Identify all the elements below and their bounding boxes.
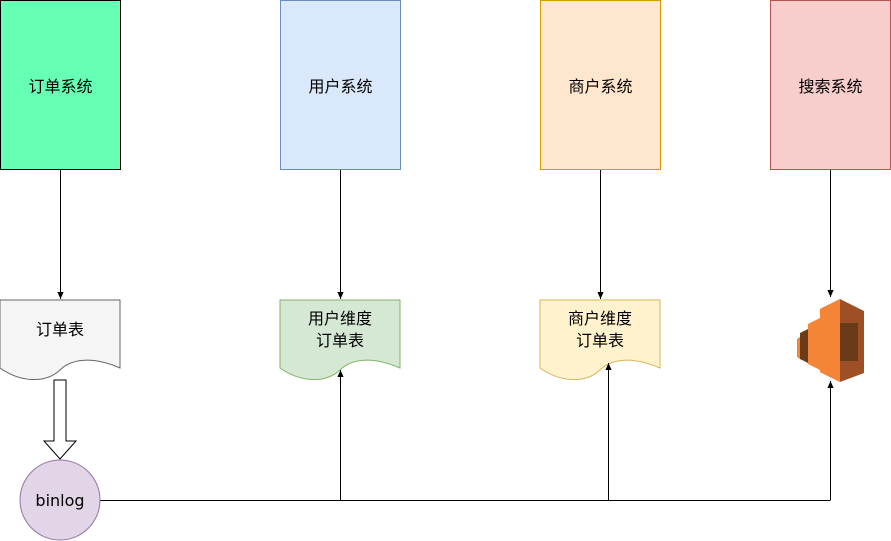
user-order-table-doc	[279, 299, 401, 381]
merchant-system-box: 商户系统	[540, 0, 661, 170]
merchant-system-label: 商户系统	[568, 77, 633, 96]
search-system-box: 搜索系统	[770, 0, 891, 170]
order-table-label: 订单表	[35, 320, 84, 339]
order-system-box: 订单系统	[0, 0, 121, 170]
elasticsearch-icon	[797, 299, 864, 382]
binlog-label: binlog	[35, 490, 85, 510]
order-table-doc	[0, 299, 121, 381]
binlog-node	[19, 459, 101, 541]
order-table-to-binlog-arrow	[42, 379, 78, 460]
merchant-order-table-label: 商户维度 订单表	[567, 309, 632, 350]
user-system-label: 用户系统	[308, 77, 373, 96]
search-system-label: 搜索系统	[798, 77, 863, 96]
user-system-box: 用户系统	[280, 0, 401, 170]
user-order-table-label: 用户维度 订单表	[307, 309, 372, 350]
order-system-label: 订单系统	[28, 77, 93, 96]
merchant-order-table-doc	[539, 299, 661, 381]
